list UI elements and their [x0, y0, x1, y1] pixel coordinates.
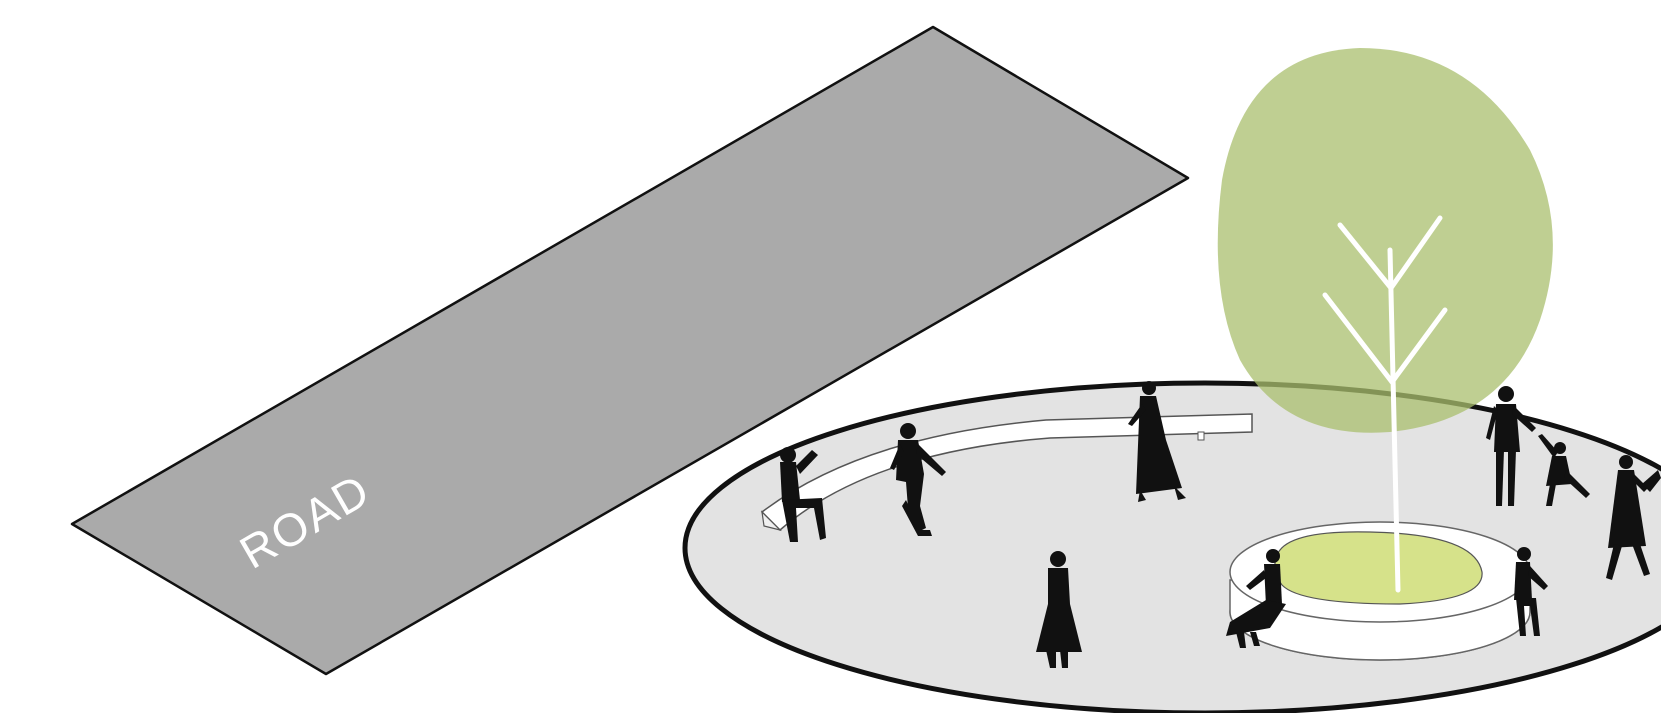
bench-leg [1198, 432, 1204, 440]
planter-lawn [1275, 532, 1482, 604]
